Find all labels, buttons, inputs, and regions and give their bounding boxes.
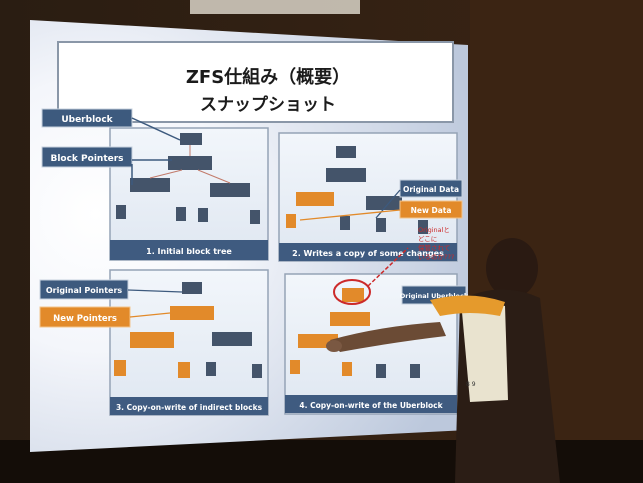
panel-2-caption: 2. Writes a copy of some changes [292, 249, 444, 258]
annotation-line1: Originalと [418, 226, 450, 234]
annotation-line2: どこに [418, 235, 437, 243]
svg-text:New Data: New Data [411, 206, 452, 215]
panel-4-caption: 4. Copy-on-write of the Uberblock [299, 401, 443, 410]
annotation-line3: 保管されて [418, 243, 450, 252]
panel-2-caption-bar [279, 243, 457, 261]
shirt-badge: 8 9 [466, 381, 476, 388]
panel-3-caption-bar [110, 397, 268, 415]
svg-text:Original Data: Original Data [403, 185, 459, 194]
panel-1-caption-bar [110, 240, 268, 260]
svg-text:Original Uberblock: Original Uberblock [400, 292, 469, 300]
svg-text:New Pointers: New Pointers [53, 314, 117, 324]
panel-1-caption: 1. Initial block tree [146, 247, 232, 256]
svg-text:Original Pointers: Original Pointers [46, 286, 123, 295]
slide-title-line2: スナップショット [200, 94, 336, 115]
label-block-pointers [41, 146, 133, 168]
ceiling-light [190, 0, 360, 14]
annotation-line4: いるのか??? [418, 253, 454, 261]
svg-text:Uberblock: Uberblock [61, 115, 113, 125]
svg-text:Block Pointers: Block Pointers [50, 154, 123, 164]
label-original-pointers [39, 279, 129, 300]
annotation-circle [333, 279, 371, 305]
presenter: 8 9 [326, 238, 560, 483]
panel-4-caption-bar [285, 395, 457, 413]
panel-3-caption: 3. Copy-on-write of indirect blocks [116, 403, 263, 412]
label-new-data [399, 200, 463, 219]
slide-title-line1: ZFS仕組み（概要） [186, 66, 350, 88]
label-original-data [399, 179, 463, 198]
